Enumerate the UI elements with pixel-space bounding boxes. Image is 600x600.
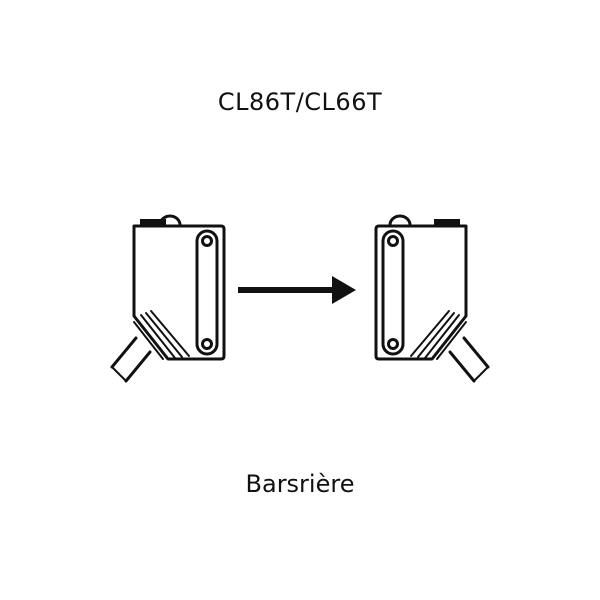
sensor-emitter-icon <box>110 214 226 383</box>
diagram-caption: Barsrière <box>245 470 355 498</box>
sensor-receiver-icon <box>374 214 490 383</box>
arrow-right-icon <box>238 276 356 304</box>
diagram-title: CL86T/CL66T <box>217 88 383 116</box>
